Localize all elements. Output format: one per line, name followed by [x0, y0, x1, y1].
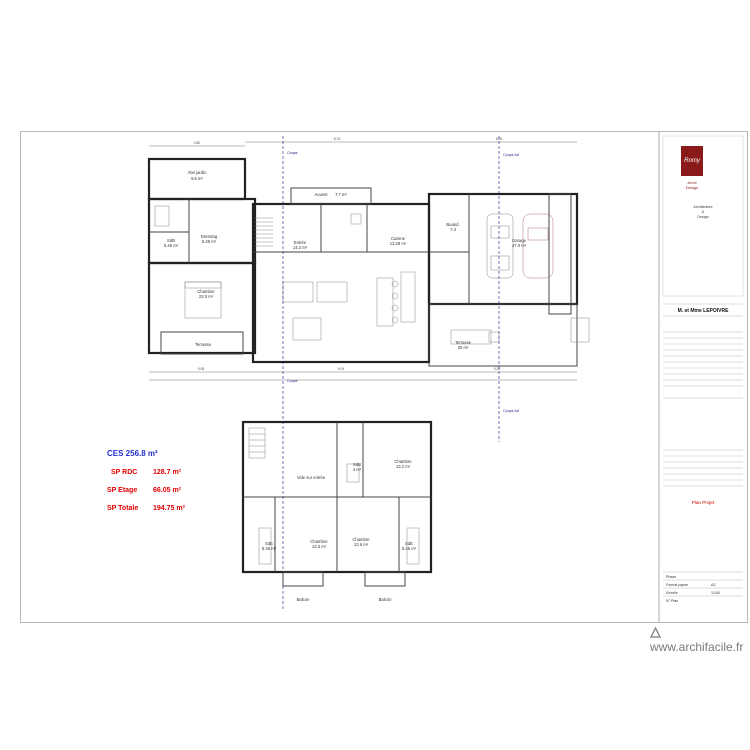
room-entree-area: 14.2 m²: [293, 245, 308, 250]
stat-sp-etage-value: 66.05 m²: [153, 487, 182, 494]
sheet-title: Plan Projet: [692, 500, 715, 505]
format-label: Format papier: [666, 583, 689, 587]
room-abri-jardin-area: 9.6 m²: [191, 176, 203, 181]
stat-sp-totale-value: 194.75 m²: [153, 505, 186, 512]
ground-room-labels: Abri jardin 9.6 m² SdB 5.45 m² Dressing …: [164, 170, 527, 350]
room-chambre: Chambre: [197, 289, 215, 294]
room-buanderie-area: 7.3: [450, 227, 456, 232]
phase-label: Phase: [666, 575, 676, 579]
sheet-no-label: N° Plan: [666, 599, 678, 603]
area-statistics: CES 256.8 m² SP RDC 128.7 m² SP Etage 66…: [107, 449, 186, 512]
svg-text:Design: Design: [686, 185, 698, 190]
svg-text:Archi: Archi: [687, 180, 696, 185]
dim-bottom-1: 5.08: [198, 367, 205, 371]
company-line-1: Architecture: [693, 205, 712, 209]
room-cuisine-area: 13.28 m²: [390, 241, 407, 246]
room-chambre-upper-3-area: 13.6 m²: [354, 542, 369, 547]
ground-floor-plan: [147, 157, 590, 367]
room-sdb-area: 5.45 m²: [164, 243, 179, 248]
room-terrasse-2: Terrasse: [455, 340, 472, 345]
room-garage: Garage: [512, 238, 527, 243]
svg-text:Romy: Romy: [684, 158, 701, 164]
room-dressing: Dressing: [201, 234, 218, 239]
room-abri-jardin: Abri jardin: [188, 170, 208, 175]
room-chambre-area: 22.0 m²: [199, 294, 214, 299]
stat-ces: CES 256.8 m²: [107, 449, 158, 458]
upper-room-labels: Vide sur entrée SdB 4 m² Chambre 13.2 m²…: [262, 459, 417, 602]
axis-label-1: Coupe: [287, 151, 298, 155]
stat-sp-rdc-label: SP RDC: [111, 469, 137, 476]
drawing-sheet: Abri jardin 9.6 m² SdB 5.45 m² Dressing …: [20, 131, 748, 623]
room-sdb: SdB: [167, 238, 175, 243]
section-axes: Coupe Coupe AA Coupe Coupe AA: [282, 136, 520, 610]
client-name: M. et Mme LEPOIVRE: [678, 308, 730, 314]
room-buanderie: Buand.: [446, 222, 459, 227]
axis-label-2: Coupe AA: [503, 153, 520, 157]
dim-top-2: 8.78: [334, 137, 341, 141]
room-chambre-upper-2-area: 13.3 m²: [312, 544, 327, 549]
room-sde-2: SdE: [405, 541, 413, 546]
room-auvent: Auvent: [314, 192, 328, 197]
axis-label-3: Coupe: [287, 379, 298, 383]
room-sdb-upper-area: 4 m²: [353, 467, 362, 472]
room-chambre-upper-1: Chambre: [394, 459, 412, 464]
room-balcon-1: Balcon: [297, 597, 310, 602]
dimension-lines: 4.80 8.78 6.00 5.08 9.04 5.20: [149, 137, 577, 381]
room-auvent-area: 7.7 m²: [335, 192, 347, 197]
archifacile-icon: [650, 626, 661, 638]
dim-top-1: 4.80: [194, 141, 201, 145]
scale-label: Echelle: [666, 591, 678, 595]
room-cuisine: Cuisine: [391, 236, 406, 241]
dim-bottom-2: 9.04: [338, 367, 345, 371]
scale-value: 1/100: [711, 591, 720, 595]
room-chambre-upper-3: Chambre: [352, 537, 370, 542]
room-chambre-upper-1-area: 13.2 m²: [396, 464, 411, 469]
room-dressing-area: 5.45 m²: [202, 239, 217, 244]
floor-plan-drawing: Abri jardin 9.6 m² SdB 5.45 m² Dressing …: [107, 132, 744, 622]
room-vide-sur-entree: Vide sur entrée: [297, 475, 326, 480]
room-balcon-2: Balcon: [379, 597, 392, 602]
room-entree: Entrée: [294, 240, 307, 245]
room-chambre-upper-2: Chambre: [310, 539, 328, 544]
watermark: www.archifacile.fr: [650, 626, 750, 654]
upper-floor-plan: [241, 420, 433, 587]
stat-sp-etage-label: SP Etage: [107, 487, 137, 494]
room-garage-area: 47.0 m²: [512, 243, 527, 248]
dim-bottom-3: 5.20: [494, 367, 501, 371]
company-line-2: &: [702, 210, 705, 214]
watermark-text: www.archifacile.fr: [650, 640, 744, 654]
format-value: A3: [711, 583, 715, 587]
company-logo: Romy Archi Design: [681, 146, 703, 190]
room-sde-1: SdE: [265, 541, 273, 546]
stat-sp-totale-label: SP Totale: [107, 505, 138, 512]
axis-label-4: Coupe AA: [503, 409, 520, 413]
room-sde-2-area: 5.45 m²: [402, 546, 417, 551]
company-line-3: Design: [697, 215, 708, 219]
room-sdb-upper: SdB: [353, 462, 361, 467]
room-terrasse-2-area: 30 m²: [458, 345, 469, 350]
stat-sp-rdc-value: 128.7 m²: [153, 469, 182, 476]
room-sde-1-area: 5.45 m²: [262, 546, 277, 551]
room-terrasse: Terrasse: [195, 342, 212, 347]
title-block: Romy Archi Design Architecture & Design: [658, 132, 744, 622]
